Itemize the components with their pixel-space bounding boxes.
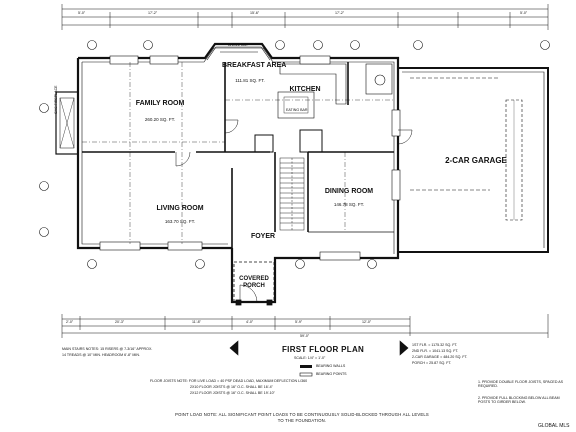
legend-symbols xyxy=(299,365,313,377)
room-label-porch: COVERED PORCH xyxy=(239,276,269,289)
kitchen-cabinets xyxy=(277,63,393,119)
area-garage: 2-CAR GARAGE = 484.20 SQ. FT. xyxy=(412,355,468,359)
fireplace xyxy=(55,91,79,155)
general-note-1: 1. PROVIDE DOUBLE FLOOR JOISTS, SPACED A… xyxy=(478,380,564,389)
dim-bottom-3: 11'-8" xyxy=(192,320,201,324)
room-label-breakfast: BREAKFAST AREA xyxy=(222,62,287,69)
dim-bottom-1: 2'-0" xyxy=(66,320,74,324)
area-second-floor: 2ND FLR. = 1041.13 SQ. FT. xyxy=(412,349,459,353)
watermark: GLOBAL MLS xyxy=(538,423,570,429)
room-area-family: 260.20 SQ. FT. xyxy=(144,117,176,122)
joist-note-2: 2X10 FLOOR JOISTS @ 16" O.C. SHALL BE 16… xyxy=(190,385,273,389)
legend-bearing-points: BEARING POINTS xyxy=(316,372,347,376)
plan-scale: SCALE: 1/4" = 1'-0" xyxy=(294,356,326,360)
porch-outline xyxy=(233,261,275,306)
dim-bottom-4: 4'-0" xyxy=(246,320,254,324)
room-area-dining: 146.78 SQ. FT. xyxy=(333,202,365,207)
joist-note-3: 2X12 FLOOR JOISTS @ 16" O.C. SHALL BE 19… xyxy=(190,391,275,395)
beam-lines xyxy=(82,62,394,244)
dim-top-2: 17'-2" xyxy=(148,11,158,15)
room-label-dining: DINING ROOM xyxy=(324,188,374,195)
grid-markers xyxy=(39,40,550,269)
area-first-floor: 1ST FLR. = 1175.32 SQ. FT. xyxy=(412,343,458,347)
room-label-garage: 2-CAR GARAGE xyxy=(445,156,507,165)
bottom-dimension-lines xyxy=(61,314,549,338)
dim-top-4: 17'-2" xyxy=(335,11,345,15)
angle-bay-label: ANGLE BAY xyxy=(228,43,249,47)
room-label-foyer: FOYER xyxy=(250,233,276,240)
room-area-breakfast: 111.81 SQ. FT. xyxy=(235,78,265,83)
area-porch: PORCH = 25.87 SQ. FT. xyxy=(412,361,452,365)
bay-window xyxy=(206,46,271,61)
legend-bearing-walls: BEARING WALLS xyxy=(316,364,346,368)
windows xyxy=(99,55,401,261)
interior-walls xyxy=(82,62,394,248)
general-note-2: 2. PROVIDE FULL BLOCKING BELOW ALL BEAM … xyxy=(478,396,560,405)
fireplace-label: GAS FIREPLACE xyxy=(54,85,58,114)
garage-door xyxy=(410,77,523,221)
dim-bottom-5: 5'-9" xyxy=(295,320,303,324)
top-dimension-lines xyxy=(61,4,549,30)
dim-top-3: 15'-6" xyxy=(250,11,260,15)
dim-bottom-6: 12'-0" xyxy=(362,320,372,324)
plan-title: FIRST FLOOR PLAN xyxy=(282,345,365,354)
stairs-note-1: MAIN STAIRS NOTES: 15 RISERS @ 7-3/16" A… xyxy=(62,347,153,351)
joist-note-1: FLOOR JOISTS NOTE: FOR LIVE LOAD = 40 PS… xyxy=(150,379,308,383)
point-load-note: POINT LOAD NOTE: ALL SIGNIFICANT POINT L… xyxy=(175,412,429,423)
door-swings xyxy=(175,119,413,303)
room-label-living: LIVING ROOM xyxy=(156,205,204,212)
dim-overall: 59'-0" xyxy=(300,334,310,338)
room-area-living: 163.70 SQ. FT. xyxy=(164,219,196,224)
room-label-family: FAMILY ROOM xyxy=(135,100,185,107)
stairs-note-2: 14 TREADS @ 10" MIN. HEADROOM 6'-8" MIN. xyxy=(62,353,140,357)
staircase xyxy=(279,157,305,231)
section-markers xyxy=(229,340,409,356)
room-label-kitchen: KITCHEN xyxy=(289,86,321,93)
dim-bottom-2: 20'-3" xyxy=(115,320,125,324)
dim-top-5: 5'-0" xyxy=(520,11,528,15)
eating-bar-label: EATING BAR xyxy=(286,108,308,112)
dim-top-1: 5'-0" xyxy=(78,11,86,15)
